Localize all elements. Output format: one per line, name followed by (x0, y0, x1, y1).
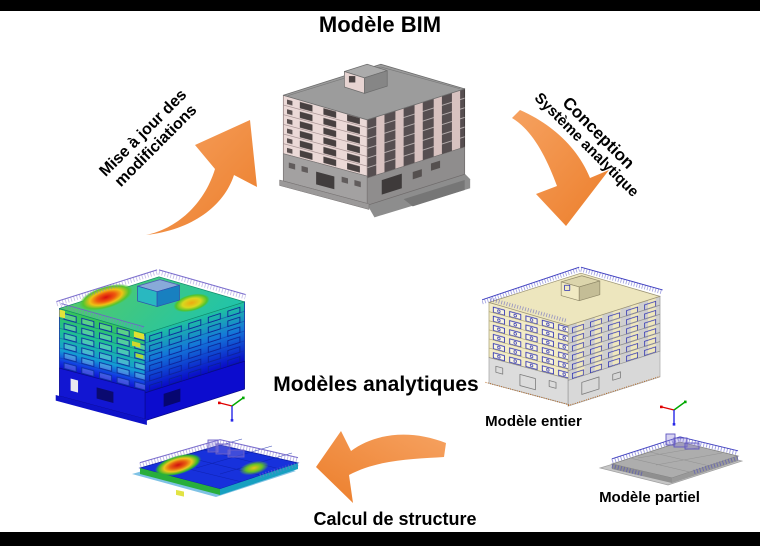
analytical-slab-illustration (598, 433, 744, 486)
analytical-slab-core-wireframe (665, 433, 700, 450)
axis-triad-icon (218, 396, 245, 422)
fea-roof-railing (55, 269, 247, 331)
fea-results-slab-illustration (132, 438, 300, 497)
axis-triad-icon (660, 400, 687, 426)
bottom-border-bar (0, 532, 760, 546)
analytical-slab-railing (611, 436, 739, 477)
fea-hot-patch (59, 309, 66, 319)
full-model-label: Modèle entier (485, 413, 582, 430)
partial-model-label: Modèle partiel (599, 489, 700, 506)
analytical-roof-railing (482, 266, 664, 323)
analytical-building-illustration (482, 266, 664, 407)
curved-arrow-down-icon (512, 110, 609, 226)
top-border-bar (0, 0, 760, 11)
structure-calculation-label: Calcul de structure (313, 509, 477, 529)
fea-slab-core-wireframe (207, 439, 245, 458)
analytical-models-label: Modèles analytiques (273, 373, 479, 396)
fea-results-building-illustration (55, 269, 247, 426)
curved-arrow-left-icon (316, 431, 446, 503)
diagram-title: Modèle BIM (318, 12, 442, 37)
bim-model-illustration (279, 63, 471, 218)
fea-slab-railing (139, 439, 299, 479)
curved-arrow-up-icon (146, 120, 257, 235)
